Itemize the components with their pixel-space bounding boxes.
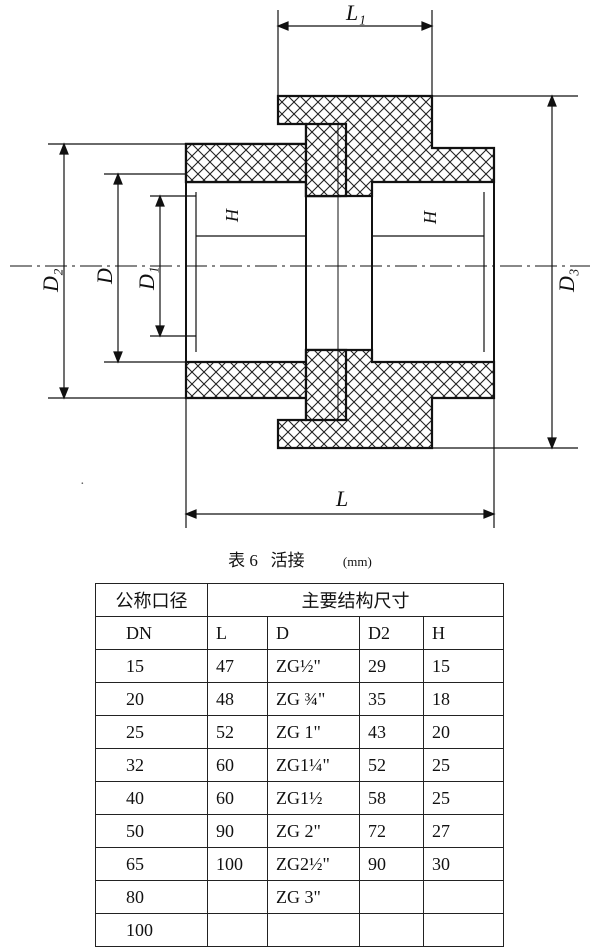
table-cell-h: 25 [423,781,504,815]
table-cell-h: 20 [423,715,504,749]
table-cell-dn: 20 [95,682,208,716]
bore-outline [185,124,495,420]
table-cell-l: 52 [207,715,268,749]
table-cell-d [267,913,360,947]
table-cell-d: ZG½" [267,649,360,683]
table-group-header: 公称口径 主要结构尺寸 [95,583,504,617]
fitting-section [184,94,496,450]
table-cell-dn: 100 [95,913,208,947]
table-cell-h: 18 [423,682,504,716]
table-cell-l [207,913,268,947]
col-dn: DN [95,616,208,650]
table-cell-d: ZG2½" [267,847,360,881]
label-D1: D₁ [134,266,159,291]
table-cell-dn: 50 [95,814,208,848]
table-cell-d2: 90 [359,847,424,881]
table-cell-l: 48 [207,682,268,716]
table-title: 活接 [270,551,305,570]
label-D: D [92,268,117,285]
table-cell-d: ZG 1" [267,715,360,749]
table-cell-h [423,913,504,947]
table-cell-d: ZG 3" [267,880,360,914]
union-fitting-drawing: L₁ L D₂ D D₁ D₃ H H [10,0,590,528]
table-cell-d2: 29 [359,649,424,683]
col-l: L [207,616,268,650]
table-cell-dn: 15 [95,649,208,683]
table-cell-l [207,880,268,914]
table-cell-dn: 65 [95,847,208,881]
table-cell-d: ZG1¼" [267,748,360,782]
header-nominal-size: 公称口径 [95,583,208,617]
col-d2: D2 [359,616,424,650]
table-cell-d: ZG ¾" [267,682,360,716]
table-cell-dn: 25 [95,715,208,749]
table-cell-h: 15 [423,649,504,683]
label-L: L [335,486,348,511]
table-cell-l: 47 [207,649,268,683]
label-H-left: H [222,208,242,223]
table-cell-d2 [359,913,424,947]
table-unit: (mm) [342,554,372,569]
table-cell-dn: 80 [95,880,208,914]
table-cell-d2: 35 [359,682,424,716]
table-caption: 表 6 活接 (mm) [0,546,600,571]
col-h: H [423,616,504,650]
table-cell-d2: 58 [359,781,424,815]
table-cell-d: ZG1½ [267,781,360,815]
label-D3: D₃ [554,268,579,293]
scan-mark: · [80,477,85,492]
table-row: 80 ZG 3" [95,880,504,914]
table-column-header: DN L D D2 H [95,616,504,650]
table-cell-d2 [359,880,424,914]
table-number: 表 6 [228,551,258,570]
header-main-dimensions: 主要结构尺寸 [207,583,504,617]
label-D2: D₂ [38,268,63,293]
table-cell-h: 30 [423,847,504,881]
table-cell-l: 60 [207,748,268,782]
table-cell-h [423,880,504,914]
table-cell-h: 27 [423,814,504,848]
table-cell-l: 90 [207,814,268,848]
table-cell-dn: 40 [95,781,208,815]
col-d: D [267,616,360,650]
table-cell-l: 100 [207,847,268,881]
table-cell-dn: 32 [95,748,208,782]
table-cell-d: ZG 2" [267,814,360,848]
table-cell-h: 25 [423,748,504,782]
table-cell-l: 60 [207,781,268,815]
label-H-right: H [420,210,440,225]
table-cell-d2: 43 [359,715,424,749]
table-cell-d2: 52 [359,748,424,782]
label-L1: L₁ [345,0,366,25]
table-cell-d2: 72 [359,814,424,848]
table-row: 100 [95,913,504,947]
dimension-lines [48,10,578,528]
